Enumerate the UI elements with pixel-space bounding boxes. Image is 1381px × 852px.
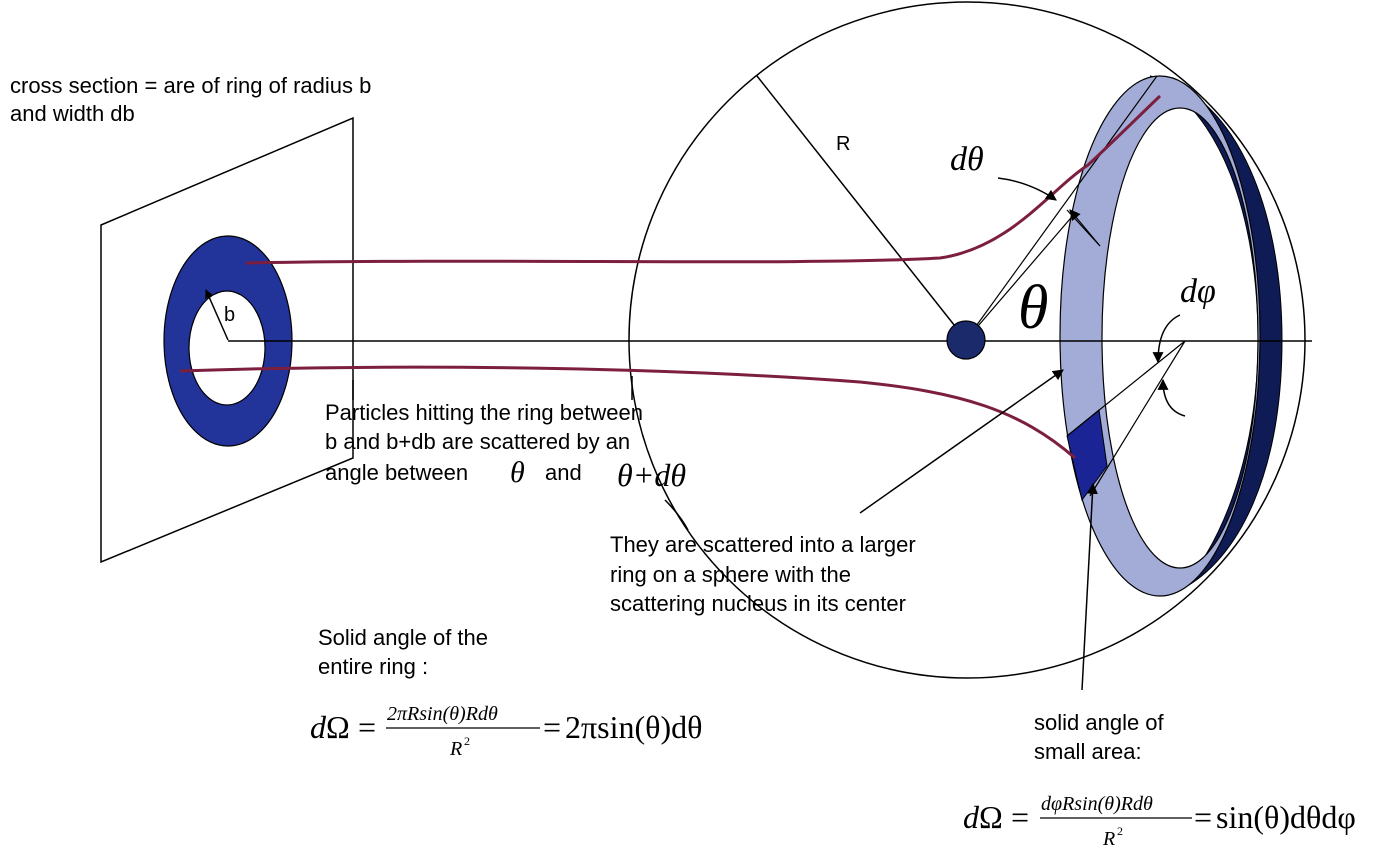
equation-small-area: dΩ = dφRsin(θ)Rdθ R 2 = sin(θ)dθdφ [963,793,1356,850]
eq-small-eq2: = [1194,799,1212,835]
theta-symbol-inline: θ [510,456,525,489]
small-area-pointer [1081,482,1098,691]
theta-dtheta-leader [664,499,689,531]
R-label: R [836,133,850,155]
eq-ring-lhs: dΩ [310,709,350,745]
dphi-line-1 [1066,340,1186,437]
eq-small-denominator-exp: 2 [1117,824,1123,838]
sphere-ring-band [1059,75,1261,597]
trajectory-upper [245,94,1162,265]
cross-section-label-line1: cross section = are of ring of radius b [10,73,371,98]
eq-small-eq1: = [1011,799,1029,835]
dtheta-label: dθ [950,141,984,178]
eq-ring-eq1: = [358,709,376,745]
solid-small-label-line2: small area: [1034,739,1142,764]
particles-and-label: and [545,460,582,485]
scattered-label-line3: scattering nucleus in its center [610,591,906,616]
dphi-line-2 [1089,340,1186,497]
equation-entire-ring: dΩ = 2πRsin(θ)Rdθ R 2 = 2πsin(θ)dθ [310,703,702,760]
eq-ring-numerator: 2πRsin(θ)Rdθ [387,703,498,725]
dphi-arrow-upper [1152,314,1181,364]
eq-small-lhs-omega: Ω [979,799,1003,835]
eq-ring-lhs-omega: Ω [326,709,350,745]
eq-ring-eq2: = [543,709,561,745]
impact-ring [163,235,293,447]
scattered-label-line2: ring on a sphere with the [610,562,851,587]
solid-ring-label-line1: Solid angle of the [318,625,488,650]
dtheta-boundary-arrow [1069,209,1101,247]
target-plane [100,116,354,564]
nucleus [946,320,986,360]
radius-R-line [756,75,967,341]
eq-ring-denominator: R [449,738,462,760]
dphi-label: dφ [1180,273,1216,310]
theta-plus-dtheta-label: θ+dθ [617,457,686,493]
dtheta-arrow [997,177,1057,201]
scattered-label-line1: They are scattered into a larger [610,532,916,557]
eq-small-rhs: sin(θ)dθdφ [1216,799,1356,835]
particles-label-line2: b and b+db are scattered by an [325,429,630,454]
trajectory-lower [179,365,1076,460]
scatter-line-theta-dtheta [965,211,1077,341]
scatter-line-theta [965,75,1158,341]
theta-big-label: θ [1018,274,1048,342]
eq-small-denominator: R [1102,828,1115,850]
sphere-ring-back [1149,75,1283,591]
eq-small-lhs: dΩ [963,799,1003,835]
cross-section-label-line2: and width db [10,101,135,126]
dphi-arrow-lower [1157,378,1186,417]
b-label: b [224,304,235,326]
particles-label-line3: angle between [325,460,468,485]
eq-ring-rhs: 2πsin(θ)dθ [565,709,702,745]
eq-ring-denominator-exp: 2 [464,734,470,748]
radius-b-arrow [205,289,229,341]
scattered-ring-pointer [859,369,1064,514]
solid-ring-label-line2: entire ring : [318,654,428,679]
scattering-sphere [628,1,1306,679]
eq-small-numerator: dφRsin(θ)Rdθ [1041,793,1153,815]
particles-label-line1: Particles hitting the ring between [325,400,643,425]
solid-small-label-line1: solid angle of [1034,710,1165,735]
